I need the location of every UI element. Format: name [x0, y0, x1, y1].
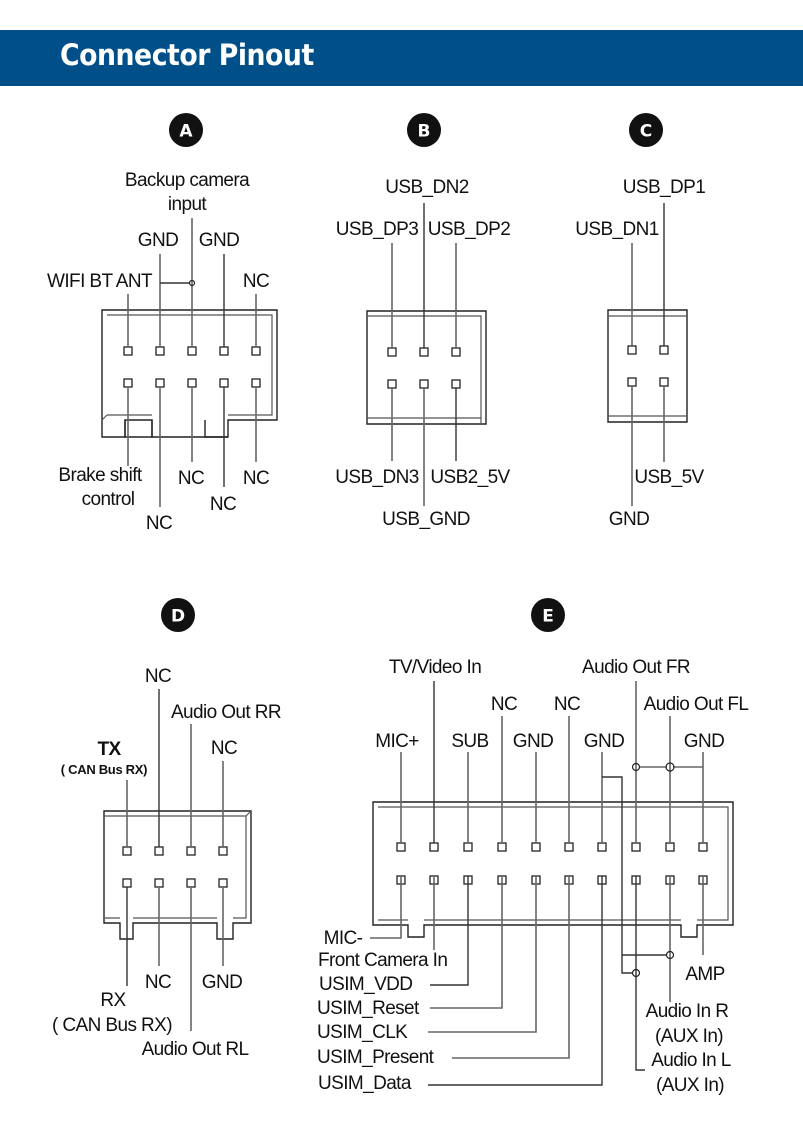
- connector-e-pin: [497, 842, 507, 852]
- connector-d-pins: [122, 846, 228, 888]
- label-audio-in-r-aux: (AUX In): [655, 1026, 723, 1047]
- label-audio-in-r: Audio In R: [646, 1001, 729, 1022]
- label-mic-minus: MIC-: [324, 928, 363, 949]
- connector-e-pin: [396, 842, 406, 852]
- label-e-gnd-1: GND: [513, 731, 553, 752]
- label-amp: AMP: [685, 964, 724, 985]
- label-usim-data: USIM_Data: [318, 1073, 412, 1094]
- label-front-camera-in: Front Camera In: [318, 950, 447, 971]
- connector-e-housing: [372, 801, 734, 938]
- connector-e: E TV/Video In Audio Ou: [317, 598, 749, 1096]
- label-a-nc-top: NC: [243, 271, 269, 292]
- badge-b: B: [407, 113, 441, 147]
- connector-e-pin: [564, 842, 574, 852]
- connector-b-housing: [366, 310, 487, 425]
- label-rx: RX: [100, 990, 126, 1011]
- label-audio-out-rr: Audio Out RR: [171, 702, 281, 723]
- svg-text:B: B: [418, 122, 431, 142]
- connector-e-pin: [463, 842, 473, 852]
- connector-d: D NC Audio Out RR TX ( CAN Bus RX) NC NC…: [52, 598, 282, 1060]
- label-usb-dp1: USB_DP1: [623, 177, 705, 198]
- label-backup-camera-input: input: [168, 194, 208, 215]
- connector-e-pin: [531, 842, 541, 852]
- label-a-nc-4: NC: [210, 494, 236, 515]
- connector-e-pin: [631, 842, 641, 852]
- label-usim-clk: USIM_CLK: [317, 1022, 408, 1043]
- badge-a: A: [169, 113, 203, 147]
- connector-c: C USB_DP1 USB_DN1 USB_5V GND: [575, 113, 706, 530]
- label-tx-can-bus: ( CAN Bus RX): [61, 762, 147, 777]
- label-usb-dn2: USB_DN2: [385, 177, 468, 198]
- label-rx-can-bus: ( CAN Bus RX): [52, 1015, 172, 1036]
- label-e-nc-1: NC: [491, 694, 517, 715]
- label-usb-dn1: USB_DN1: [575, 219, 658, 240]
- badge-c: C: [629, 113, 663, 147]
- connector-a: A Backup camera input GND GND WIFI BT AN…: [47, 113, 278, 534]
- label-audio-out-rl: Audio Out RL: [142, 1039, 249, 1060]
- label-usb-dp3: USB_DP3: [336, 219, 418, 240]
- label-usim-vdd: USIM_VDD: [319, 974, 412, 995]
- connector-d-housing: [103, 810, 252, 940]
- label-d-nc-top-2: NC: [145, 666, 171, 687]
- label-usb-5v: USB_5V: [634, 467, 704, 488]
- connector-b: B USB_DN2 USB_DP3 USB_DP2 USB_DN3 USB2_5…: [335, 113, 511, 530]
- label-a-nc-5: NC: [243, 468, 269, 489]
- svg-text:C: C: [640, 122, 652, 142]
- connector-e-pin: [597, 842, 607, 852]
- connector-e-pin: [698, 842, 708, 852]
- label-brake-control: control: [82, 489, 135, 510]
- label-d-nc-bottom: NC: [145, 972, 171, 993]
- badge-e: E: [531, 598, 565, 632]
- label-sub: SUB: [451, 731, 488, 752]
- label-e-gnd-3: GND: [684, 731, 724, 752]
- svg-text:A: A: [179, 122, 193, 142]
- label-a-nc-2: NC: [146, 513, 172, 534]
- connector-a-pins: [123, 346, 261, 388]
- label-audio-in-l-aux: (AUX In): [656, 1075, 724, 1096]
- label-a-gnd-left: GND: [138, 230, 178, 251]
- label-mic-plus: MIC+: [375, 731, 419, 752]
- label-d-gnd: GND: [202, 972, 242, 993]
- label-tv-video-in: TV/Video In: [389, 657, 481, 678]
- label-e-nc-2: NC: [554, 694, 580, 715]
- connector-c-housing: [607, 309, 688, 423]
- connector-e-pin: [429, 842, 439, 852]
- label-c-gnd: GND: [609, 509, 649, 530]
- label-usb2-5v: USB2_5V: [430, 467, 510, 488]
- label-a-gnd-right: GND: [199, 230, 239, 251]
- header-banner: Connector Pinout: [0, 30, 803, 86]
- connector-e-pins: [396, 842, 708, 885]
- label-backup-camera: Backup camera: [125, 170, 250, 191]
- label-audio-in-l: Audio In L: [651, 1050, 731, 1071]
- label-usim-reset: USIM_Reset: [317, 998, 420, 1019]
- connector-b-pins: [387, 347, 461, 389]
- label-a-nc-3: NC: [178, 468, 204, 489]
- label-audio-out-fr: Audio Out FR: [582, 657, 690, 678]
- label-usb-dn3: USB_DN3: [335, 467, 418, 488]
- label-d-nc-top-4: NC: [211, 738, 237, 759]
- connector-c-pins: [627, 345, 669, 387]
- connector-e-pin: [665, 842, 675, 852]
- label-brake-shift: Brake shift: [58, 465, 142, 486]
- page-title: Connector Pinout: [60, 38, 314, 72]
- svg-text:E: E: [542, 607, 554, 627]
- label-audio-out-fl: Audio Out FL: [644, 694, 749, 715]
- label-usb-gnd: USB_GND: [382, 509, 470, 530]
- svg-text:D: D: [171, 607, 185, 627]
- label-tx: TX: [97, 739, 121, 760]
- badge-d: D: [161, 598, 195, 632]
- label-usb-dp2: USB_DP2: [428, 219, 510, 240]
- label-e-gnd-2: GND: [584, 731, 624, 752]
- label-usim-present: USIM_Present: [317, 1047, 435, 1068]
- label-wifi-bt-ant: WIFI BT ANT: [47, 271, 153, 292]
